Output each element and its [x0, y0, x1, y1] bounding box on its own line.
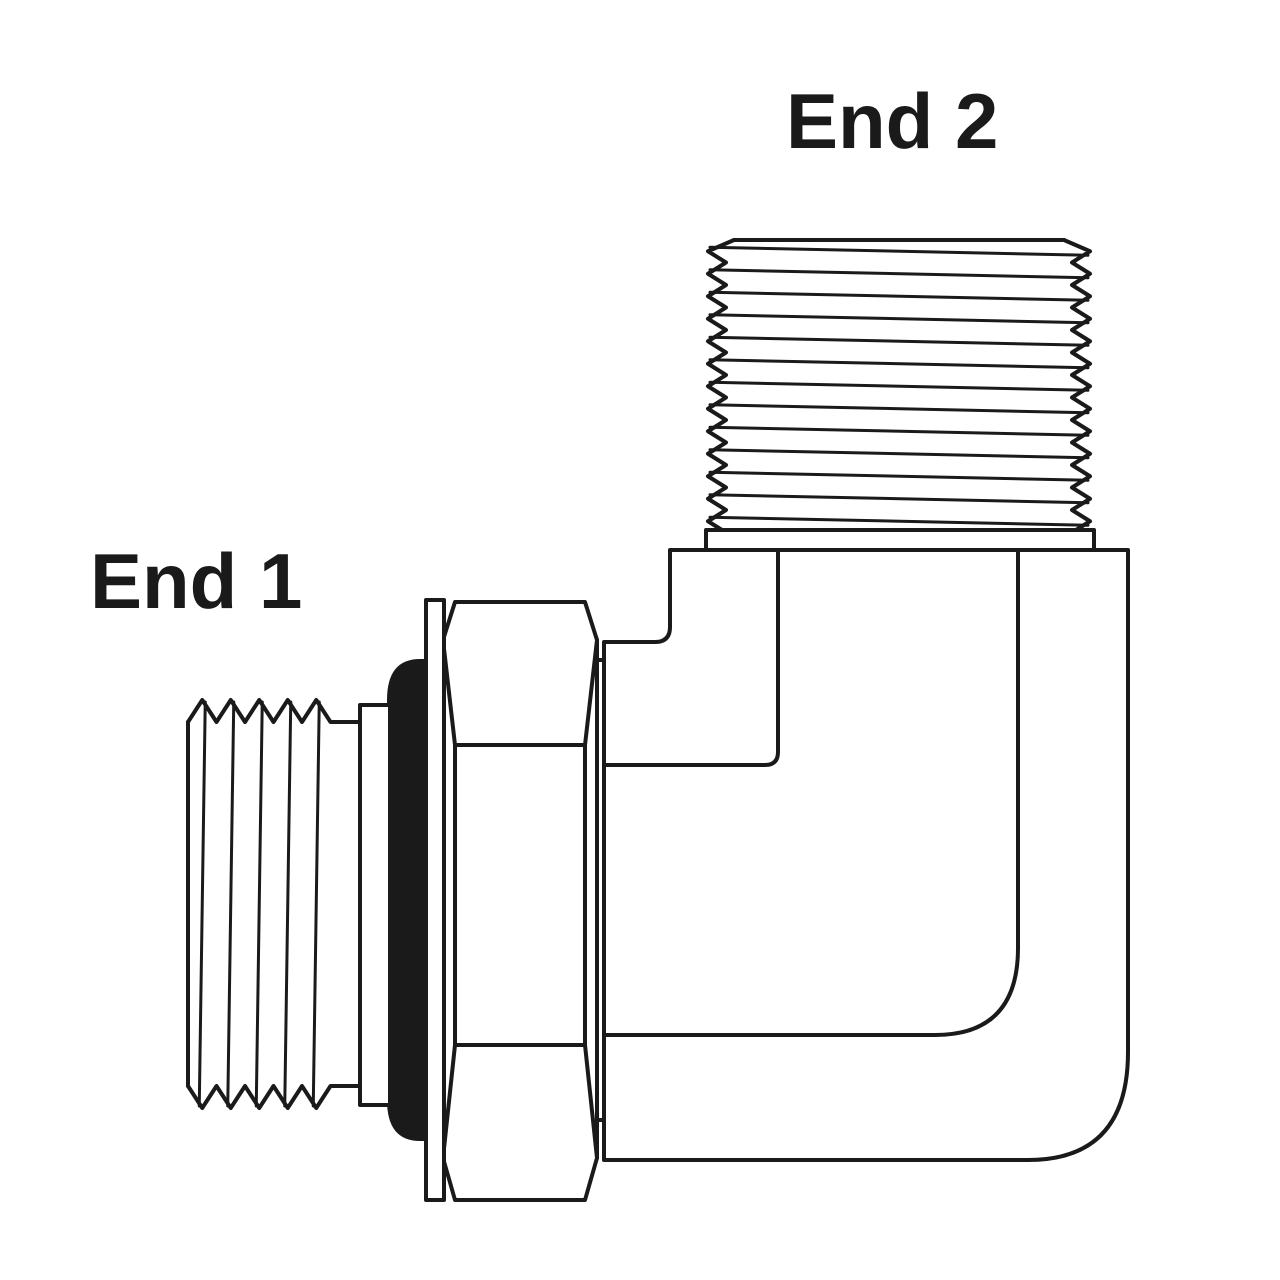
end-1-thread-crest: [254, 700, 264, 1108]
end-2-thread-crest: [708, 268, 1090, 280]
o-ring: [387, 659, 427, 1141]
end-2-thread-crest: [708, 448, 1090, 460]
end-2-thread-crest: [708, 403, 1090, 415]
end-2-label: End 2: [786, 77, 998, 165]
hex-nut: [441, 600, 606, 1202]
end-2-thread-crest: [708, 358, 1090, 370]
end-1-thread-crest: [226, 700, 236, 1108]
end-2-thread-crest: [708, 515, 1090, 527]
end-1-thread-crest: [283, 700, 293, 1108]
end-2-thread-crest: [708, 245, 1090, 257]
end-2-thread-crest: [708, 425, 1090, 437]
end-1-label: End 1: [90, 537, 302, 625]
end-1-thread-crest: [197, 700, 207, 1108]
end-2-thread-crest: [708, 290, 1090, 302]
end-2-thread-crest: [708, 493, 1090, 505]
end-1-thread-crest: [311, 700, 321, 1108]
end-2-thread-crest: [708, 380, 1090, 392]
end-2-thread-crest: [708, 313, 1090, 325]
elbow-body: [602, 548, 1130, 1162]
end-2-thread-crest: [708, 335, 1090, 347]
end-1-thread-profile: [186, 698, 362, 1110]
end-2-threads: [704, 238, 1096, 552]
end-1-threads: [186, 698, 392, 1110]
end-2-thread-crest: [708, 470, 1090, 482]
washer: [424, 598, 446, 1202]
